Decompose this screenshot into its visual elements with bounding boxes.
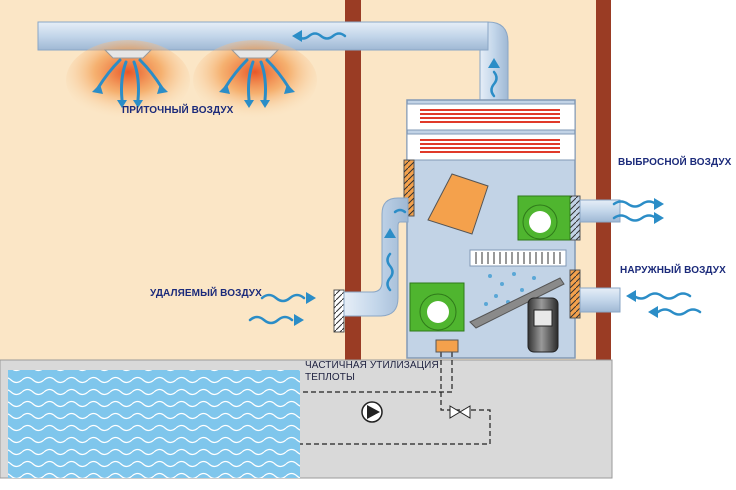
exhaust-air-label: ВЫБРОСНОЙ ВОЗДУХ xyxy=(618,157,732,168)
column-right xyxy=(596,0,611,360)
heat-recovery-piping xyxy=(300,352,491,445)
condensate-drops xyxy=(484,272,546,306)
fan-icon xyxy=(409,282,465,332)
extract-air-arrows xyxy=(248,293,306,325)
louver-hatch xyxy=(570,270,580,318)
duct-flow-arrows xyxy=(295,32,498,98)
outdoor-air-duct xyxy=(579,287,621,313)
heater-coil-upper xyxy=(406,103,576,131)
extract-duct-flow xyxy=(386,208,407,292)
outdoor-air-arrows xyxy=(632,292,702,316)
exhaust-duct xyxy=(579,199,621,223)
valve-icon xyxy=(449,405,471,419)
pump-icon xyxy=(361,401,383,423)
extract-air-label: УДАЛЯЕМЫЙ ВОЗДУХ xyxy=(150,288,262,299)
air-arrow-icon xyxy=(294,292,316,326)
heat-recovery-label-line2: ТЕПЛОТЫ xyxy=(305,372,355,383)
heat-recovery-exchanger xyxy=(435,339,459,353)
heat-recovery-label-line1: ЧАСТИЧНАЯ УТИЛИЗАЦИЯ xyxy=(305,360,439,371)
air-arrow-icon xyxy=(92,84,295,108)
column-left xyxy=(345,0,361,360)
exhaust-air-arrows xyxy=(612,200,658,222)
heater-coil-lower xyxy=(406,133,576,161)
louver-hatch xyxy=(404,160,414,216)
air-arrow-icon xyxy=(654,198,664,224)
drain-tray xyxy=(469,277,565,329)
outdoor-air-label: НАРУЖНЫЙ ВОЗДУХ xyxy=(620,265,726,276)
diffuser-icon xyxy=(66,40,190,120)
fan-icon xyxy=(517,195,571,241)
louver-hatch xyxy=(570,196,580,240)
air-arrow-icon xyxy=(292,30,500,68)
air-arrow-icon xyxy=(626,290,658,318)
evaporator-coil xyxy=(469,249,567,267)
air-arrow-icon xyxy=(384,228,396,238)
pool-waves xyxy=(8,370,300,478)
supply-air-label: ПРИТОЧНЫЙ ВОЗДУХ xyxy=(122,105,234,116)
compressor-icon xyxy=(527,297,559,353)
diffuser-icon xyxy=(193,40,317,120)
extract-duct xyxy=(343,197,409,317)
louver-hatch xyxy=(334,290,344,332)
heat-exchanger-icon xyxy=(427,173,489,235)
